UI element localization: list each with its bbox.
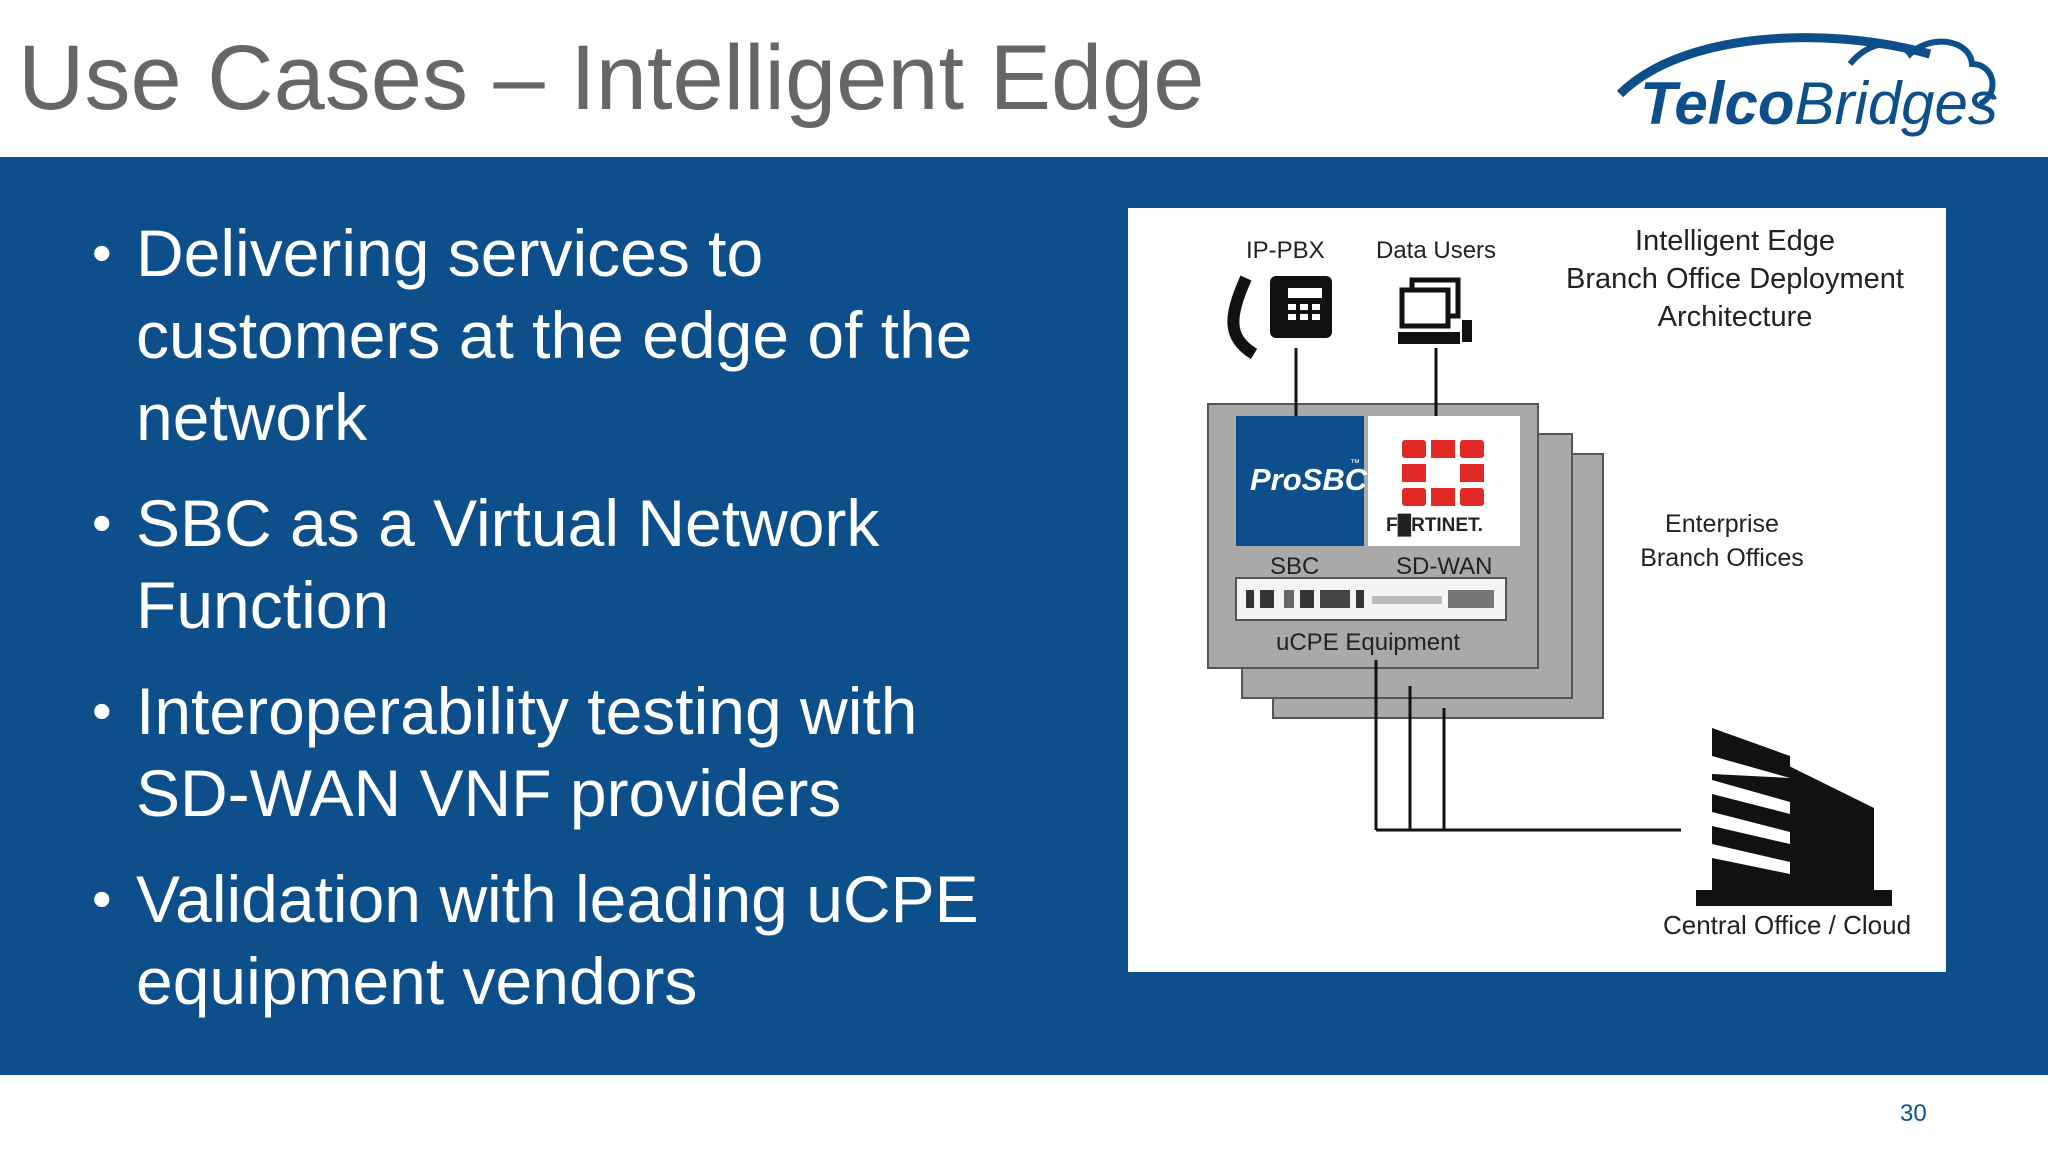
- rack-server-icon: [1235, 577, 1507, 621]
- page-number: 30: [1900, 1100, 1927, 1127]
- diagram-title-line-2: Branch Office Deployment: [1566, 263, 1904, 295]
- bullet-text: Validation with leading uCPE equipment v…: [136, 862, 979, 1018]
- central-office-label: Central Office / Cloud: [1663, 910, 1911, 940]
- prosbc-brand: ProSBC: [1250, 462, 1368, 497]
- bullet-dot-icon: •: [92, 867, 112, 930]
- slide-title: Use Cases – Intelligent Edge: [18, 27, 1205, 129]
- enterprise-line-1: Enterprise: [1665, 510, 1779, 538]
- bullet-list: • Delivering services to customers at the…: [90, 212, 1040, 1046]
- office-building-icon: [1696, 728, 1892, 906]
- logo-text-bridges: Bridges: [1794, 70, 1997, 137]
- computer-icon: [1398, 277, 1472, 344]
- ip-pbx-label: IP-PBX: [1246, 237, 1325, 264]
- telcobridges-logo: TelcoBridges: [1600, 24, 2010, 144]
- enterprise-line-2: Branch Offices: [1640, 544, 1804, 572]
- logo-text-telco: Telco: [1640, 70, 1794, 137]
- ucpe-label: uCPE Equipment: [1276, 629, 1460, 656]
- fortinet-tile: [1368, 416, 1520, 546]
- bullet-dot-icon: •: [92, 491, 112, 554]
- svg-text:TelcoBridges: TelcoBridges: [1640, 70, 1998, 137]
- bullet-dot-icon: •: [92, 679, 112, 742]
- data-users-label: Data Users: [1376, 237, 1496, 264]
- sdwan-label: SD-WAN: [1396, 553, 1492, 580]
- architecture-diagram: ProSBC ™ F█RTINET. SBC SD-WAN: [1128, 208, 1946, 972]
- fortinet-brand: F█RTINET.: [1386, 513, 1483, 537]
- sbc-label: SBC: [1270, 553, 1319, 580]
- prosbc-tm: ™: [1350, 458, 1360, 469]
- prosbc-tile: [1236, 416, 1364, 546]
- bullet-text: Interoperability testing with SD-WAN VNF…: [136, 674, 918, 830]
- diagram-title-line-1: Intelligent Edge: [1635, 225, 1835, 257]
- bullet-text: SBC as a Virtual Network Function: [136, 486, 880, 642]
- fortinet-logo-icon: [1402, 440, 1484, 506]
- bullet-item: • Interoperability testing with SD-WAN VN…: [90, 670, 1040, 834]
- bullet-text: Delivering services to customers at the …: [136, 216, 973, 454]
- logo-cloud-icon: [1847, 38, 1996, 107]
- diagram-title-line-3: Architecture: [1658, 301, 1813, 333]
- telephone-icon: [1227, 275, 1332, 360]
- bullet-dot-icon: •: [92, 221, 112, 284]
- bullet-item: • Validation with leading uCPE equipment …: [90, 858, 1040, 1022]
- bullet-item: • SBC as a Virtual Network Function: [90, 482, 1040, 646]
- bullet-item: • Delivering services to customers at the…: [90, 212, 1040, 458]
